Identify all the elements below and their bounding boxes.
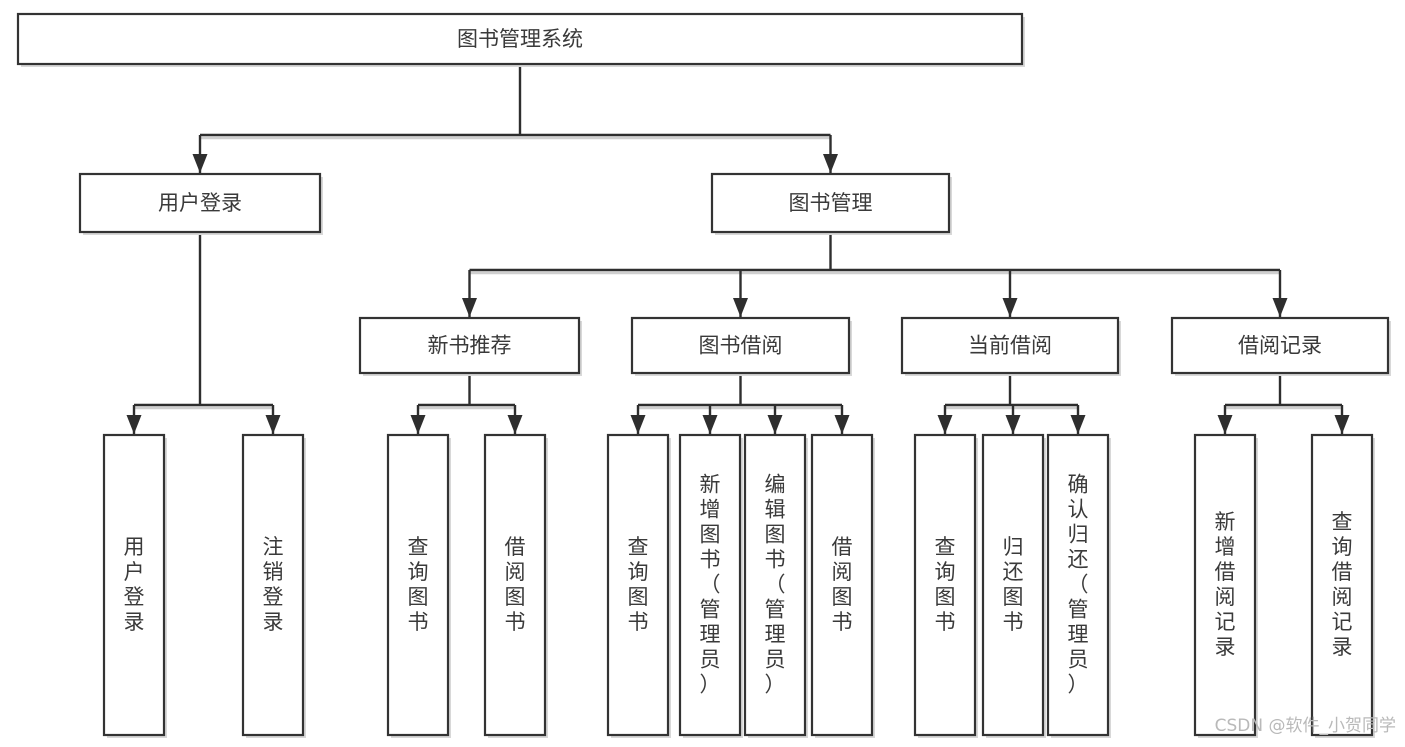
node-label: 新书推荐	[428, 334, 512, 358]
node-leaf-borrow-book-rec[interactable]: 借阅图书	[483, 433, 548, 738]
node-leaf-query-book-rec[interactable]: 查询图书	[386, 433, 451, 738]
node-label: 注销登录	[263, 535, 284, 634]
node-leaf-add-book[interactable]: 新增图书（管理员）	[678, 433, 743, 738]
node-label: 图书管理系统	[457, 27, 583, 51]
node-box[interactable]	[483, 433, 547, 737]
connector-group-borrow-record	[1217, 373, 1350, 434]
arrow-head-icon	[265, 415, 281, 434]
arrow-head-icon	[192, 154, 208, 173]
node-box[interactable]	[900, 316, 1120, 375]
connector-group-user-login	[126, 232, 281, 434]
node-label: 图书借阅	[699, 334, 783, 358]
node-root[interactable]: 图书管理系统	[16, 12, 1025, 67]
arrow-head-icon	[1005, 415, 1021, 434]
arrow-head-icon	[733, 298, 748, 317]
arrow-head-icon	[1070, 415, 1086, 434]
arrow-head-icon	[1272, 298, 1288, 317]
node-label: 用户登录	[124, 535, 145, 634]
node-box[interactable]	[1170, 316, 1390, 375]
node-label: 借阅图书	[832, 535, 853, 634]
node-label: 借阅图书	[505, 535, 526, 634]
node-new-book-recommend[interactable]: 新书推荐	[358, 316, 582, 376]
node-leaf-confirm-return[interactable]: 确认归还（管理员）	[1046, 433, 1111, 738]
node-label: 查询借阅记录	[1332, 510, 1353, 659]
arrow-head-icon	[834, 415, 850, 434]
arrow-head-icon	[507, 415, 523, 434]
connector-group-new-book-recommend	[410, 373, 523, 434]
arrow-head-icon	[1334, 415, 1350, 434]
connector-group-book-management	[462, 232, 1288, 317]
arrow-head-icon	[462, 298, 477, 317]
connector-group-root	[192, 64, 838, 173]
node-leaf-query-record[interactable]: 查询借阅记录	[1310, 433, 1375, 738]
node-label: 图书管理	[789, 191, 873, 215]
node-leaf-user-login[interactable]: 用户登录	[102, 433, 167, 738]
node-box[interactable]	[102, 433, 166, 737]
node-user-login[interactable]: 用户登录	[78, 172, 323, 235]
arrow-head-icon	[937, 415, 953, 434]
node-label: 编辑图书（管理员）	[765, 473, 786, 697]
connector-group-book-borrow	[630, 373, 850, 434]
node-leaf-query-book-borrow[interactable]: 查询图书	[606, 433, 671, 738]
node-leaf-borrow-book[interactable]: 借阅图书	[810, 433, 875, 738]
node-box[interactable]	[630, 316, 851, 375]
node-label: 新增借阅记录	[1215, 510, 1236, 659]
node-box[interactable]	[1310, 433, 1374, 737]
arrow-head-icon	[1002, 298, 1018, 317]
node-label: 查询图书	[408, 535, 429, 634]
csdn-watermark: CSDN @软件_小贺同学	[1215, 716, 1396, 736]
node-label: 借阅记录	[1238, 334, 1322, 358]
node-label: 用户登录	[158, 191, 242, 215]
node-box[interactable]	[743, 433, 807, 737]
node-label: 当前借阅	[968, 334, 1052, 358]
node-box[interactable]	[981, 433, 1045, 737]
node-box[interactable]	[810, 433, 874, 737]
node-leaf-logout[interactable]: 注销登录	[241, 433, 306, 738]
node-box[interactable]	[913, 433, 977, 737]
arrow-head-icon	[126, 415, 142, 434]
node-leaf-add-record[interactable]: 新增借阅记录	[1193, 433, 1258, 738]
arrow-head-icon	[767, 415, 783, 434]
node-leaf-query-book-cur[interactable]: 查询图书	[913, 433, 978, 738]
node-box[interactable]	[358, 316, 581, 375]
node-leaf-return-book[interactable]: 归还图书	[981, 433, 1046, 738]
node-label: 查询图书	[628, 535, 649, 634]
node-layer: 图书管理系统用户登录图书管理新书推荐图书借阅当前借阅借阅记录用户登录注销登录查询…	[16, 12, 1391, 738]
node-label: 归还图书	[1003, 535, 1024, 634]
node-leaf-edit-book[interactable]: 编辑图书（管理员）	[743, 433, 808, 738]
node-box[interactable]	[78, 172, 322, 234]
node-box[interactable]	[1193, 433, 1257, 737]
node-label: 确认归还（管理员）	[1068, 473, 1089, 697]
node-current-borrow[interactable]: 当前借阅	[900, 316, 1121, 376]
arrow-head-icon	[630, 415, 646, 434]
node-label: 新增图书（管理员）	[700, 473, 721, 697]
arrow-head-icon	[823, 154, 838, 173]
node-book-borrow[interactable]: 图书借阅	[630, 316, 852, 376]
node-box[interactable]	[386, 433, 450, 737]
node-box[interactable]	[606, 433, 670, 737]
node-book-management[interactable]: 图书管理	[710, 172, 952, 235]
node-box[interactable]	[678, 433, 742, 737]
connector-group-current-borrow	[937, 373, 1086, 434]
arrow-head-icon	[702, 415, 718, 434]
node-box[interactable]	[241, 433, 305, 737]
node-box[interactable]	[16, 12, 1024, 66]
node-box[interactable]	[1046, 433, 1110, 737]
arrow-head-icon	[410, 415, 426, 434]
connector-layer	[126, 64, 1350, 434]
node-label: 查询图书	[935, 535, 956, 634]
node-box[interactable]	[710, 172, 951, 234]
arrow-head-icon	[1217, 415, 1233, 434]
node-borrow-record[interactable]: 借阅记录	[1170, 316, 1391, 376]
